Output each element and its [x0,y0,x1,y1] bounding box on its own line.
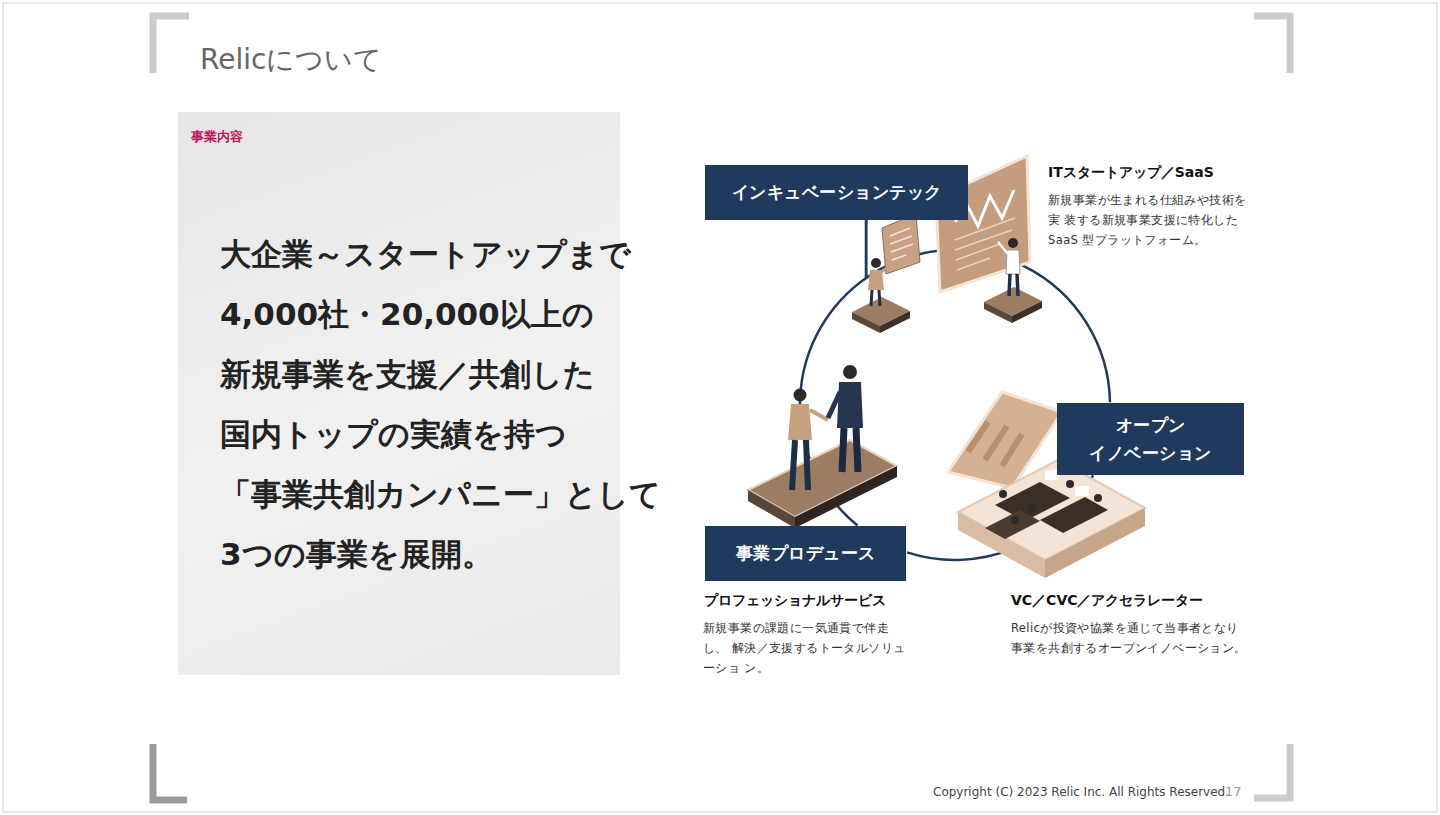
head [794,389,807,402]
arm [828,392,840,418]
head [1028,504,1036,512]
arm [810,410,828,420]
corner-bracket [153,744,187,800]
arm [998,242,1008,254]
desk [1040,497,1108,533]
legs [1009,274,1018,296]
head [1066,480,1074,488]
platform-side [880,311,910,333]
corner-bracket [1254,16,1290,73]
legs [871,290,880,306]
head [1094,494,1102,502]
body [837,382,863,428]
box-label: インキュベーションテック [732,178,942,206]
head [1008,238,1018,248]
box-label: オープン イノベーション [1069,411,1232,467]
corner-bracket [1254,744,1290,798]
head [1011,516,1019,524]
body [788,404,812,440]
head [871,258,881,268]
presenter-figure [852,214,920,333]
business-description: 新規事業が生まれる仕組みや技術を実 装する新規事業支援に特化したSaaS 型プラ… [1048,190,1256,250]
board [882,214,920,274]
business-heading: ITスタートアップ／SaaS [1048,163,1214,181]
content-panel: 事業内容 [178,112,620,675]
business-label-box: オープン イノベーション [1057,403,1244,475]
box-label: 事業内容 [191,128,607,146]
monitor [1075,486,1089,496]
head [843,365,857,379]
business-heading: プロフェッショナルサービス [704,591,886,609]
platform-side [748,490,795,528]
lead-statement: 大企業～スタートアップまで 4,000社・20,000以上の 新規事業を支援／共… [220,224,720,584]
business-description: Relicが投資や協業を通じて当事者となり 事業を共創するオープンイノベーション… [1011,618,1255,658]
page-number: 17 [1225,784,1242,801]
backdrop-panels [968,422,1022,466]
platform-side [984,302,1012,323]
desk [985,510,1040,539]
copyright: Copyright (C) 2023 Relic Inc. All Rights… [933,785,1229,801]
legs [842,428,858,472]
business-label-box: 事業プロデュース [705,526,906,581]
legs [792,440,808,490]
handshake-figure [748,365,897,528]
platform-side [1012,301,1042,323]
head [999,490,1007,498]
page-border [3,3,1437,812]
corner-bracket [153,16,189,73]
business-heading: VC／CVC／アクセラレーター [1011,591,1204,609]
platform-side [852,312,880,333]
arm [881,265,889,273]
board-lines [890,228,913,260]
slide-title: Relicについて [200,42,382,78]
business-description: 新規事業の課題に一気通貫で伴走し、 解決／支援するトータルソリューショ ン。 [703,618,911,678]
business-label-box: インキュベーションテック [705,165,968,220]
box-label: 事業プロデュース [736,539,876,567]
